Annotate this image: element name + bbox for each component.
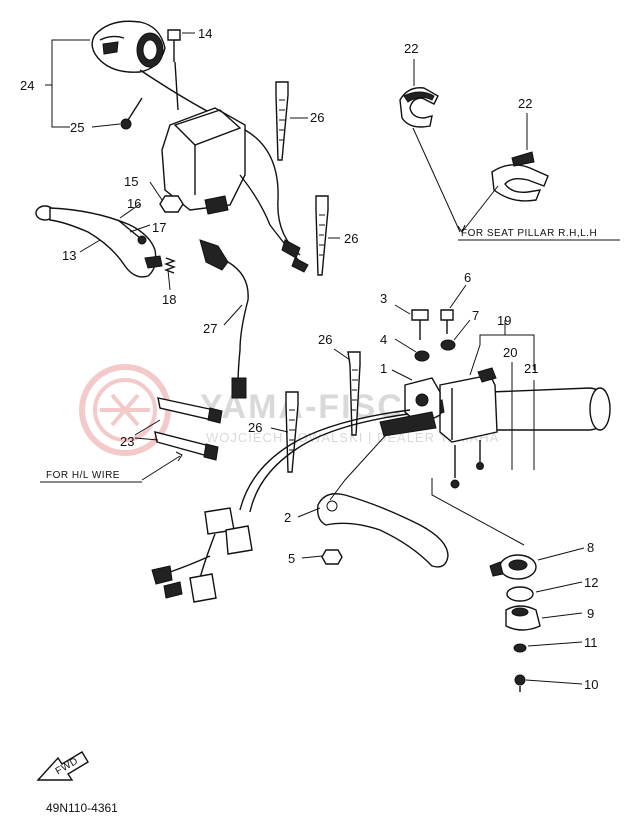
brake-lever (316, 493, 449, 568)
left-switch-assembly (91, 20, 301, 256)
throttle-collar-8 (489, 554, 537, 580)
nut-5 (321, 549, 343, 565)
callout-11: 11 (584, 635, 598, 650)
screw-20 (450, 445, 460, 489)
seat-pillar-clamp-upper (399, 87, 439, 128)
washer-11 (513, 643, 527, 653)
callout-17: 17 (152, 220, 166, 235)
callout-26-a: 26 (310, 110, 324, 125)
brake-master-bracket (379, 377, 441, 437)
clutch-lever (35, 205, 163, 278)
callout-16: 16 (127, 196, 141, 211)
callout-22-a: 22 (404, 41, 418, 56)
note-hl-wire: FOR H/L WIRE (46, 470, 120, 481)
bolt-3 (411, 309, 429, 340)
right-switch-harness (151, 409, 411, 603)
callout-13: 13 (62, 248, 76, 263)
seat-pillar-clamp-lower (491, 151, 549, 202)
throttle-leaders (329, 435, 525, 546)
callout-21: 21 (524, 361, 538, 376)
seat-pillar-leaders (412, 127, 499, 234)
callout-20: 20 (503, 345, 517, 360)
hl-wire-band-upper (157, 397, 223, 424)
hl-wire-leader (40, 451, 183, 483)
callout-15: 15 (124, 174, 138, 189)
cable-tie-lower-right (347, 351, 361, 436)
callout-10: 10 (584, 677, 598, 692)
callout-19: 19 (497, 313, 511, 328)
cable-guide-9 (505, 605, 541, 631)
leader-lines (45, 32, 585, 685)
screw-6 (440, 309, 454, 334)
callout-22-b: 22 (518, 96, 532, 111)
clutch-switch (199, 239, 249, 399)
callout-5: 5 (288, 551, 295, 566)
hl-wire-band-lower (154, 431, 219, 461)
callout-3: 3 (380, 291, 387, 306)
screw-25 (120, 97, 143, 130)
callouts: 14 24 25 15 16 17 13 18 27 26 26 26 26 2… (20, 26, 598, 692)
watermark-subtitle: WOJCIECH KOWALSKI | DEALER YAMAHA (206, 430, 499, 445)
diagram-code: 49N110-4361 (46, 801, 118, 815)
screw-14 (167, 29, 181, 62)
front-arrow-icon: FWD (36, 751, 89, 781)
washer-7 (440, 339, 456, 351)
cable-tie-middle (315, 195, 329, 276)
callout-12: 12 (584, 575, 598, 590)
callout-8: 8 (587, 540, 594, 555)
screw-10 (514, 674, 526, 692)
washer-12 (506, 586, 534, 602)
right-switch-assembly (431, 367, 611, 443)
callout-24: 24 (20, 78, 34, 93)
callout-25: 25 (70, 120, 84, 135)
callout-26-d: 26 (248, 420, 262, 435)
callout-26-b: 26 (344, 231, 358, 246)
callout-14: 14 (198, 26, 212, 41)
cable-tie-lower-left (285, 391, 299, 473)
nut-15 (159, 195, 184, 213)
relay-unit (161, 61, 309, 273)
callout-6: 6 (464, 270, 471, 285)
cable-tie-upper (275, 81, 289, 161)
callout-18: 18 (162, 292, 176, 307)
callout-4: 4 (380, 332, 387, 347)
spring-18 (164, 257, 176, 274)
callout-27: 27 (203, 321, 217, 336)
callout-26-c: 26 (318, 332, 332, 347)
washer-4 (414, 350, 430, 362)
callout-23: 23 (120, 434, 134, 449)
screw-21 (476, 440, 484, 470)
note-seat-pillar: FOR SEAT PILLAR R.H,L.H (461, 228, 597, 239)
callout-7: 7 (472, 308, 479, 323)
bolt-16 (117, 219, 147, 245)
callout-9: 9 (587, 606, 594, 621)
callout-1: 1 (380, 361, 387, 376)
callout-2: 2 (284, 510, 291, 525)
